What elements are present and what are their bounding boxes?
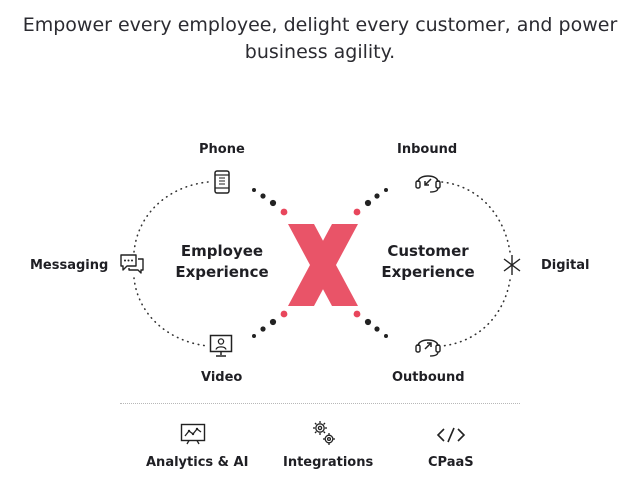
phone-icon bbox=[214, 170, 230, 194]
digital-label: Digital bbox=[541, 258, 590, 273]
analytics-label: Analytics & AI bbox=[146, 455, 249, 470]
headline-line-2: business agility. bbox=[244, 41, 396, 63]
cpaas-label: CPaaS bbox=[428, 455, 474, 470]
analytics-chart-icon bbox=[180, 423, 206, 445]
integrations-label: Integrations bbox=[283, 455, 374, 470]
center-x-mark bbox=[288, 224, 358, 306]
video-label: Video bbox=[201, 370, 243, 385]
chat-bubbles-icon bbox=[120, 254, 144, 274]
code-brackets-icon bbox=[436, 427, 466, 443]
headset-inbound-icon bbox=[415, 175, 441, 193]
right-loop-bottom bbox=[441, 279, 511, 347]
employee-experience-line-1: Employee bbox=[180, 242, 264, 260]
headline: Empower every employee, delight every cu… bbox=[0, 12, 640, 66]
inbound-label: Inbound bbox=[397, 142, 458, 157]
messaging-label: Messaging bbox=[30, 258, 109, 273]
left-loop-bottom bbox=[133, 277, 209, 347]
connector-dots-top-left bbox=[252, 188, 288, 216]
connector-dots-top-right bbox=[353, 188, 388, 216]
asterisk-digital-icon bbox=[503, 255, 521, 275]
connector-dots-bottom-right bbox=[353, 310, 388, 338]
section-divider bbox=[120, 403, 520, 404]
customer-experience-line-2: Experience bbox=[381, 263, 475, 281]
customer-experience-line-1: Customer bbox=[387, 242, 469, 260]
employee-experience-line-2: Experience bbox=[175, 263, 269, 281]
connector-dots-bottom-left bbox=[252, 310, 288, 338]
gears-integrations-icon bbox=[313, 421, 335, 445]
customer-experience-label: Customer Experience bbox=[374, 241, 482, 283]
video-monitor-icon bbox=[209, 334, 233, 357]
headset-outbound-icon bbox=[415, 339, 441, 357]
left-loop-top bbox=[133, 181, 209, 253]
phone-label: Phone bbox=[199, 142, 245, 157]
headline-line-1: Empower every employee, delight every cu… bbox=[22, 14, 618, 36]
outbound-label: Outbound bbox=[392, 370, 465, 385]
employee-experience-label: Employee Experience bbox=[170, 241, 274, 283]
right-loop-top bbox=[441, 181, 511, 253]
